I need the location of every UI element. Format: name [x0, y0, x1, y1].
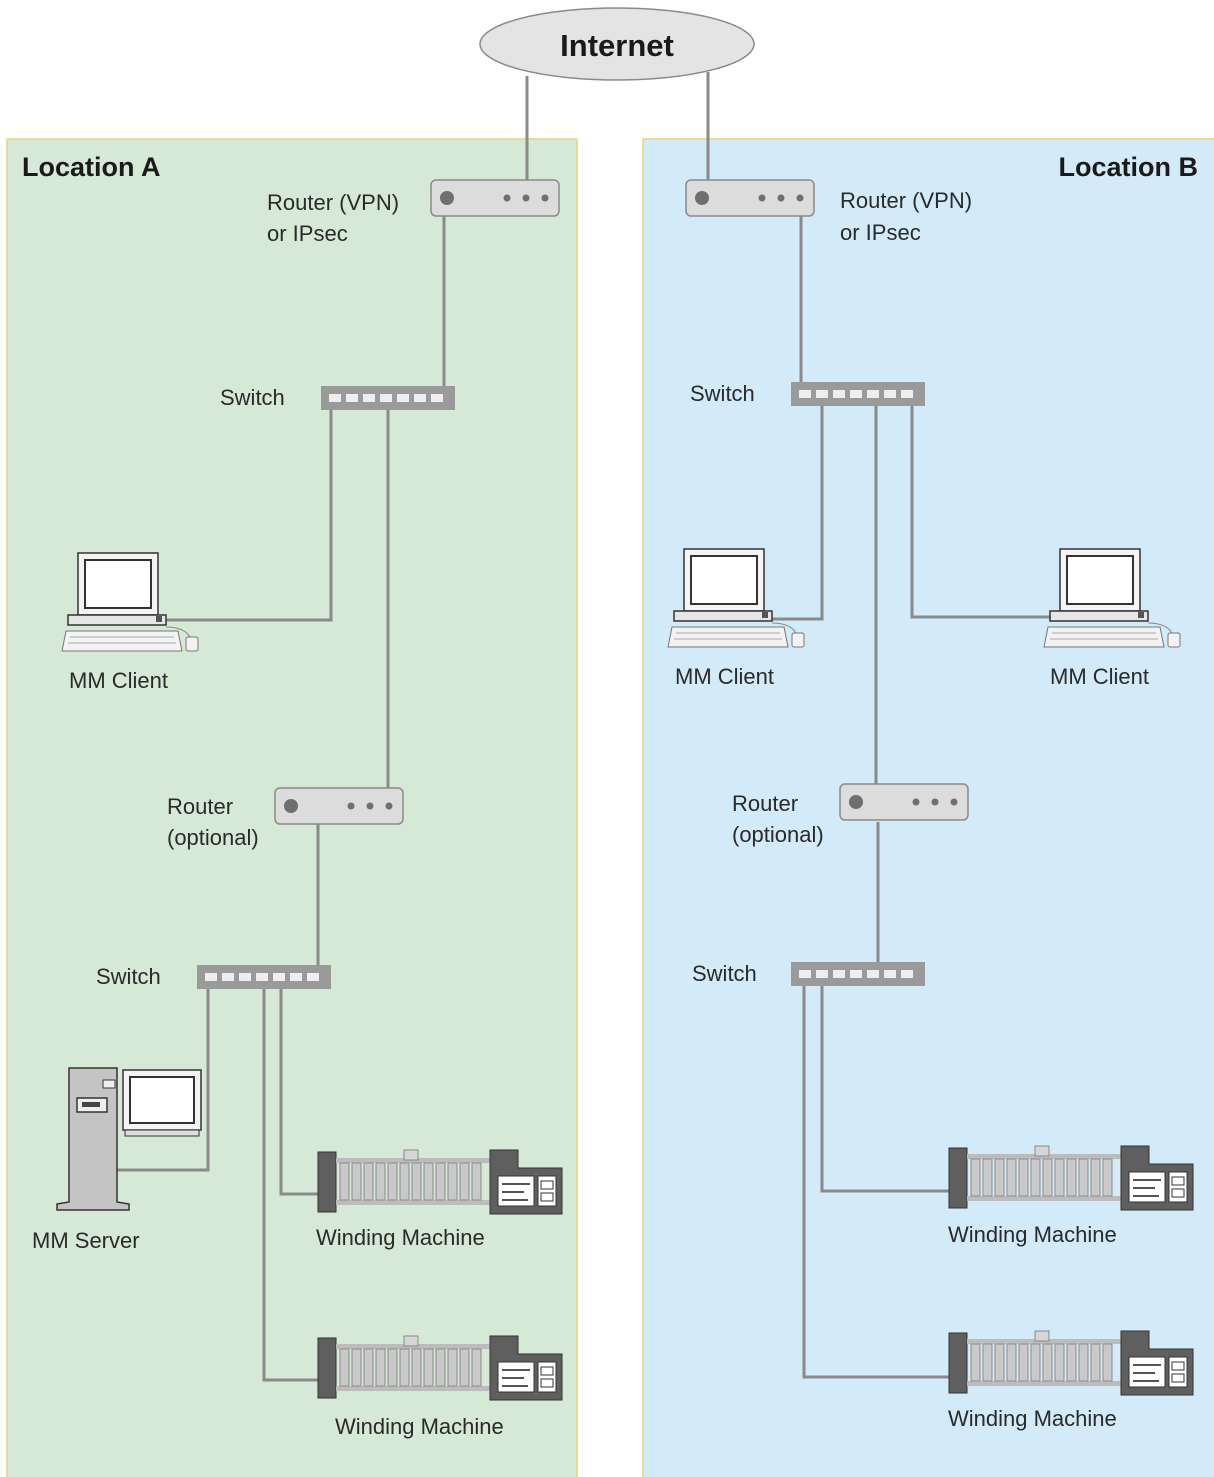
switch-label: Switch	[692, 961, 757, 986]
location-b-winding-machine-1: Winding Machine	[948, 1145, 1194, 1247]
location-a-winding-machine-2: Winding Machine	[317, 1335, 563, 1439]
vpn-router-label-line2: or IPsec	[840, 220, 921, 245]
winding-machine-label: Winding Machine	[335, 1414, 504, 1439]
location-b-title: Location B	[1059, 152, 1199, 182]
vpn-router-label-line1: Router (VPN)	[267, 190, 399, 215]
internet-label: Internet	[560, 28, 674, 63]
optional-router-label-line2: (optional)	[167, 825, 259, 850]
switch-label: Switch	[96, 964, 161, 989]
internet-cloud: Internet	[479, 7, 755, 81]
mm-client-label: MM Client	[675, 664, 774, 689]
location-a-title: Location A	[22, 152, 161, 182]
switch-label: Switch	[220, 385, 285, 410]
location-a-mm-client: MM Client	[61, 552, 199, 693]
location-b-mm-client-2: MM Client	[1043, 548, 1181, 689]
location-b-switch-bottom: Switch	[692, 961, 925, 986]
winding-machine-label: Winding Machine	[316, 1225, 485, 1250]
location-a-optional-router: Router (optional)	[167, 787, 404, 850]
location-a-switch-bottom: Switch	[96, 964, 331, 989]
vpn-router-label-line1: Router (VPN)	[840, 188, 972, 213]
optional-router-label-line1: Router	[167, 794, 233, 819]
winding-machine-label: Winding Machine	[948, 1406, 1117, 1431]
winding-machine-label: Winding Machine	[948, 1222, 1117, 1247]
location-a-switch-top: Switch	[220, 385, 455, 410]
location-a-vpn-router: Router (VPN) or IPsec	[267, 179, 560, 246]
connection-lines	[114, 72, 1062, 1382]
switch-label: Switch	[690, 381, 755, 406]
location-b-mm-client-1: MM Client	[667, 548, 805, 689]
optional-router-label-line2: (optional)	[732, 822, 824, 847]
location-a-mm-server: MM Server	[32, 1067, 202, 1253]
location-b-winding-machine-2: Winding Machine	[948, 1330, 1194, 1431]
location-a-winding-machine-1: Winding Machine	[316, 1149, 563, 1250]
location-b-optional-router: Router (optional)	[732, 783, 969, 847]
vpn-router-label-line2: or IPsec	[267, 221, 348, 246]
mm-server-label: MM Server	[32, 1228, 140, 1253]
location-b-switch-top: Switch	[690, 381, 925, 406]
mm-client-label: MM Client	[1050, 664, 1149, 689]
mm-client-label: MM Client	[69, 668, 168, 693]
location-b-vpn-router: Router (VPN) or IPsec	[685, 179, 972, 245]
optional-router-label-line1: Router	[732, 791, 798, 816]
